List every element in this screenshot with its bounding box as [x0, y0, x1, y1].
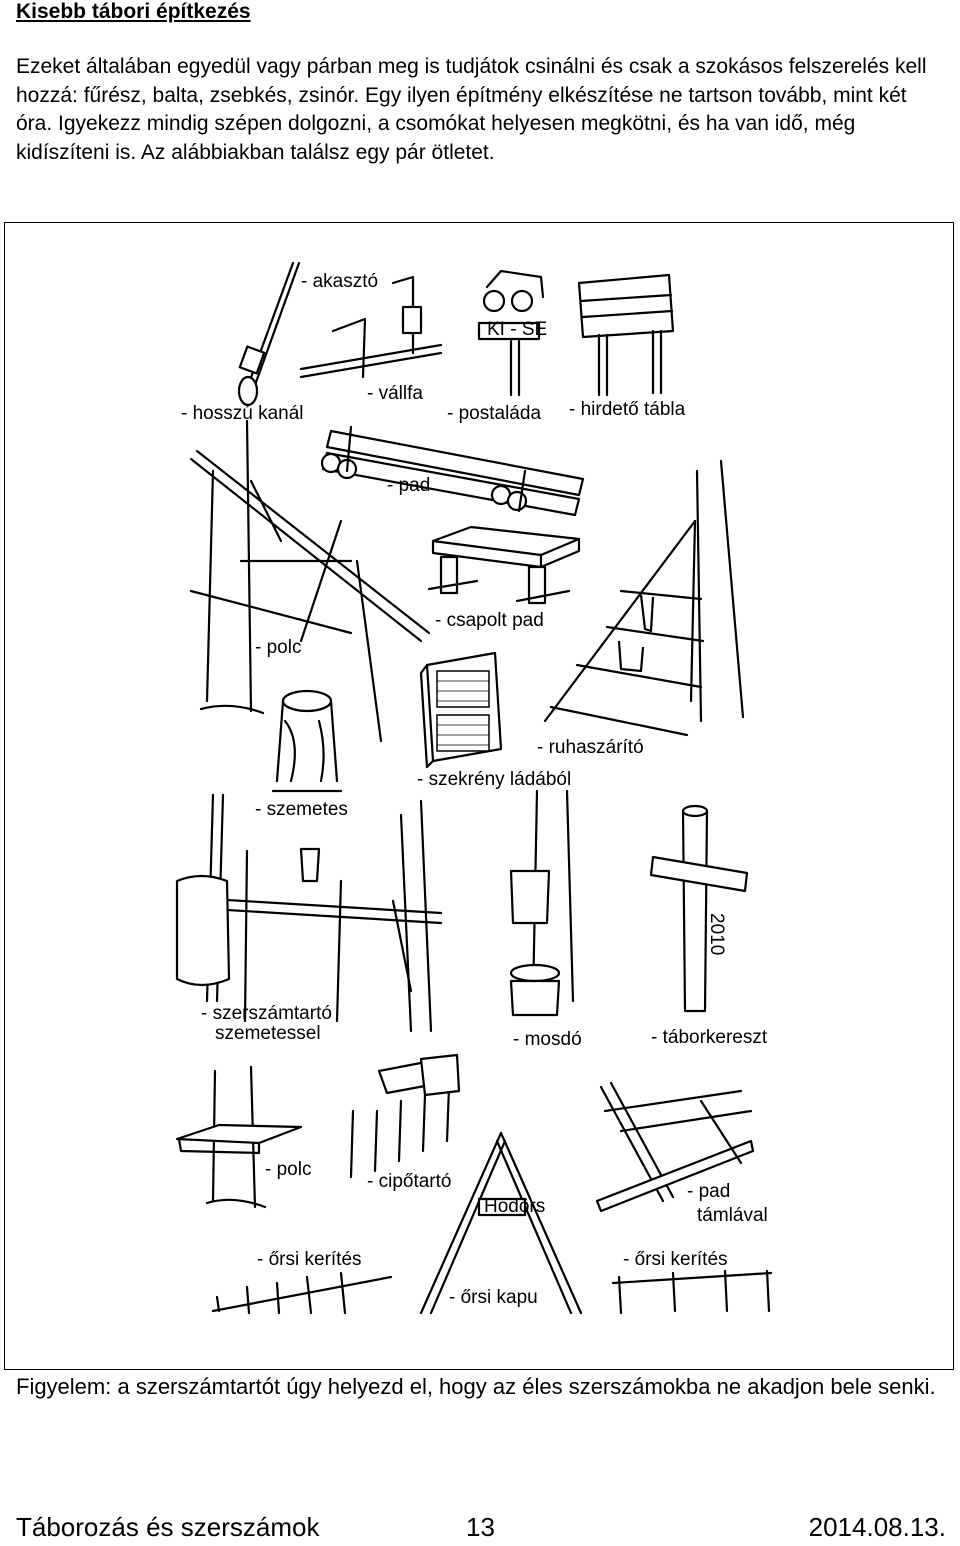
notice-board-drawing [577, 273, 675, 397]
label-szekreny: - szekrény ládából [417, 769, 571, 790]
label-polc-2: - polc [265, 1159, 311, 1180]
label-szerszamtarto-1: - szerszámtartó [201, 1003, 332, 1024]
label-pad-tamlaval-2: támlával [697, 1205, 768, 1226]
label-orsi-kerites-1: - őrsi kerítés [257, 1249, 362, 1270]
label-ruhaszarito: - ruhaszárító [537, 737, 644, 758]
footer-page-number: 13 [466, 1512, 495, 1542]
mailbox-drawing [477, 269, 545, 397]
mailbox-sign-text: KI - SE [487, 319, 547, 340]
camp-constructions-illustration: 2010 Hodörs [4, 222, 954, 1370]
page-title: Kisebb tábori építkezés [16, 0, 251, 23]
warning-paragraph: Figyelem: a szerszámtartót úgy helyezd e… [16, 1374, 936, 1399]
label-mosdo: - mosdó [513, 1029, 582, 1050]
backrest-bench-drawing [595, 1081, 755, 1213]
illustration-canvas: 2010 Hodörs [175, 261, 773, 1315]
label-polc-1: - polc [255, 637, 301, 658]
label-akaszto: - akasztó [301, 271, 378, 292]
label-szemetes: - szemetes [255, 799, 348, 820]
page-footer: Táborozás és szerszámok 13 2014.08.13. [16, 1512, 946, 1546]
label-orsi-kerites-2: - őrsi kerítés [623, 1249, 728, 1270]
intro-paragraph: Ezeket általában egyedül vagy párban meg… [16, 55, 927, 164]
label-pad: - pad [387, 475, 430, 496]
label-taborkereszt: - táborkereszt [651, 1027, 768, 1048]
washstand-drawing [509, 789, 575, 1017]
camp-cross-drawing: 2010 [649, 804, 749, 1013]
patrol-gate-drawing: Hodörs [419, 1131, 583, 1315]
label-vallfa: - vállfa [367, 383, 423, 404]
footer-title: Táborozás és szerszámok [16, 1512, 320, 1542]
label-orsi-kapu: - őrsi kapu [449, 1287, 538, 1308]
shoe-rack-drawing [349, 1053, 461, 1179]
hanger-drawing [299, 275, 443, 379]
label-cipotarto: - cipőtartó [367, 1171, 451, 1192]
patrol-fence-right-drawing [611, 1269, 773, 1315]
log-bench-drawing [320, 425, 585, 517]
long-spoon-drawing [237, 261, 301, 407]
patrol-fence-left-drawing [211, 1271, 393, 1315]
tree-shelf-drawing [189, 419, 431, 743]
bin-drawing [271, 689, 343, 793]
label-szerszamtarto-2: szemetessel [215, 1023, 321, 1044]
tenon-bench-drawing [427, 525, 581, 605]
label-postalada: - postaláda [447, 403, 541, 424]
label-hosszu-kanal: - hosszú kanál [181, 403, 304, 424]
cross-year-text: 2010 [706, 913, 727, 955]
clothes-dryer-drawing [543, 459, 745, 737]
label-pad-tamlaval-1: - pad [687, 1181, 730, 1202]
tool-rack-drawing [175, 793, 443, 1033]
tree-shelf-2-drawing [175, 1065, 303, 1209]
crate-cabinet-drawing [419, 651, 503, 769]
label-hirdeto-tabla: - hirdető tábla [569, 399, 686, 420]
label-csapolt-pad: - csapolt pad [435, 610, 544, 631]
gate-sign-text: Hodörs [484, 1196, 545, 1217]
footer-date: 2014.08.13. [808, 1512, 946, 1542]
